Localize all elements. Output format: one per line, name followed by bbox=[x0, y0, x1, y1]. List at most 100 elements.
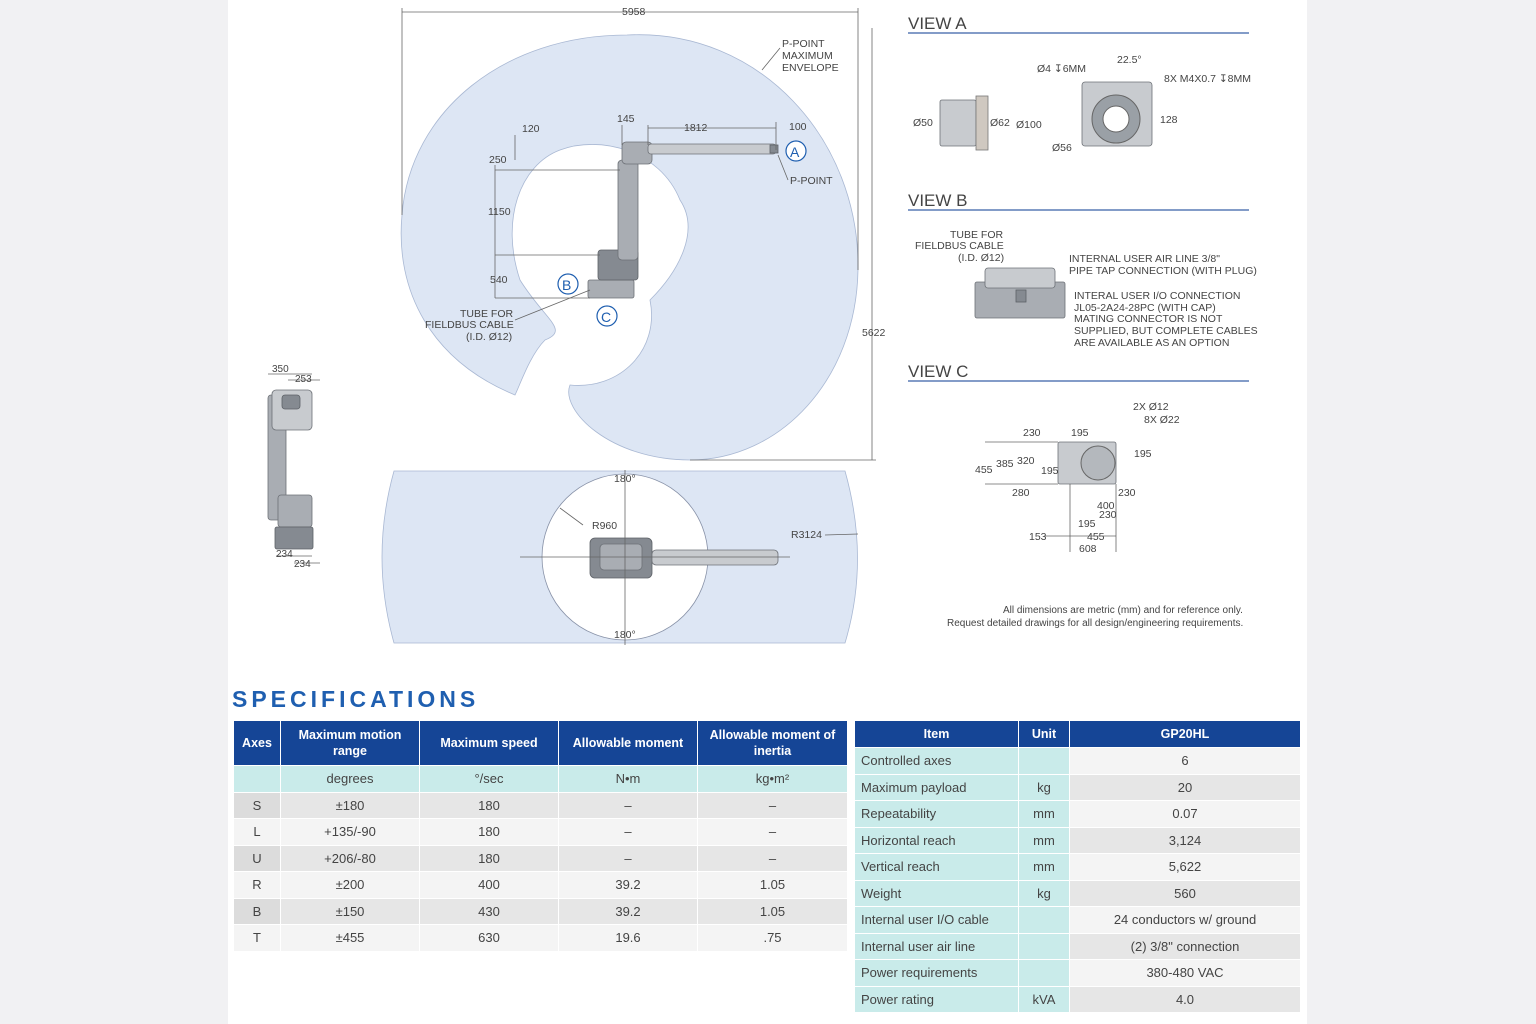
view-c-608: 608 bbox=[1079, 543, 1097, 555]
moment-cell: – bbox=[558, 844, 698, 872]
dim-side-253: 253 bbox=[295, 374, 312, 385]
view-c-title: VIEW C bbox=[908, 362, 968, 381]
unit-cell: degrees bbox=[280, 765, 420, 793]
unit-cell bbox=[1018, 747, 1070, 775]
view-a-d50: Ø50 bbox=[913, 117, 933, 129]
value-cell: 380-480 VAC bbox=[1069, 959, 1301, 987]
value-cell: 20 bbox=[1069, 773, 1301, 801]
unit-cell: kg bbox=[1018, 773, 1070, 801]
robot-top-view bbox=[589, 537, 779, 579]
value-cell: (2) 3/8" connection bbox=[1069, 932, 1301, 960]
table-row: Internal user air line (2) 3/8" connecti… bbox=[854, 932, 1301, 960]
table-row: Internal user I/O cable 24 conductors w/… bbox=[854, 906, 1301, 934]
view-a-d4: Ø4 ↧6MM bbox=[1037, 63, 1086, 75]
unit-cell bbox=[1018, 932, 1070, 960]
view-c-base-plate bbox=[1057, 441, 1117, 485]
dim-height-right: 5622 bbox=[862, 327, 886, 339]
speed-cell: 180 bbox=[419, 844, 559, 872]
axes-units-row: degrees °/sec N•m kg•m² bbox=[233, 765, 848, 793]
unit-cell: mm bbox=[1018, 853, 1070, 881]
moment-cell: 39.2 bbox=[558, 897, 698, 925]
moment-cell: 39.2 bbox=[558, 871, 698, 899]
axes-header-inertia: Allowable moment of inertia bbox=[697, 720, 848, 766]
dim-r3124: R3124 bbox=[791, 529, 822, 541]
callout-a: A bbox=[790, 144, 800, 160]
view-c-230c: 230 bbox=[1099, 509, 1117, 521]
view-b-tube-1: TUBE FOR bbox=[950, 229, 1004, 241]
value-cell: 0.07 bbox=[1069, 800, 1301, 828]
table-row: Power rating kVA 4.0 bbox=[854, 985, 1301, 1013]
dim-side-234a: 234 bbox=[276, 549, 293, 560]
item-cell: Horizontal reach bbox=[854, 826, 1019, 854]
moment-cell: 19.6 bbox=[558, 924, 698, 952]
view-c-320: 320 bbox=[1017, 455, 1035, 467]
inertia-cell: – bbox=[697, 791, 848, 819]
items-header-model: GP20HL bbox=[1069, 720, 1301, 748]
view-a-title: VIEW A bbox=[908, 14, 967, 33]
speed-cell: 180 bbox=[419, 818, 559, 846]
drawing-note-1: All dimensions are metric (mm) and for r… bbox=[1003, 605, 1243, 616]
view-c-195b: 195 bbox=[1134, 448, 1152, 460]
view-a-d128: 128 bbox=[1160, 114, 1178, 126]
dim-deg-top: 180° bbox=[614, 473, 636, 485]
table-row: S ±180 180 – – bbox=[233, 791, 848, 819]
dim-side-350: 350 bbox=[272, 364, 289, 375]
axes-spec-table: Axes Maximum motion range Maximum speed … bbox=[233, 720, 848, 952]
view-c-230b: 230 bbox=[1118, 487, 1136, 499]
dim-145: 145 bbox=[617, 113, 635, 125]
axes-header-moment: Allowable moment bbox=[558, 720, 698, 766]
table-row: Controlled axes 6 bbox=[854, 747, 1301, 775]
speed-cell: 630 bbox=[419, 924, 559, 952]
view-a-flange-front bbox=[1081, 81, 1153, 147]
axis-cell: T bbox=[233, 924, 281, 952]
dim-1150: 1150 bbox=[488, 206, 511, 218]
dim-r960: R960 bbox=[592, 520, 617, 532]
view-b-base bbox=[974, 267, 1066, 319]
robot-front-view bbox=[267, 389, 314, 550]
robot-side-view bbox=[587, 141, 779, 299]
speed-cell: 430 bbox=[419, 897, 559, 925]
item-cell: Weight bbox=[854, 879, 1019, 907]
dim-side-234b: 234 bbox=[294, 559, 311, 570]
table-row: Weight kg 560 bbox=[854, 879, 1301, 907]
view-a-d56: Ø56 bbox=[1052, 142, 1072, 154]
inertia-cell: 1.05 bbox=[697, 897, 848, 925]
value-cell: 5,622 bbox=[1069, 853, 1301, 881]
unit-cell bbox=[1018, 959, 1070, 987]
value-cell: 560 bbox=[1069, 879, 1301, 907]
item-cell: Internal user I/O cable bbox=[854, 906, 1019, 934]
view-c-400: 400 bbox=[1097, 500, 1115, 512]
table-row: B ±150 430 39.2 1.05 bbox=[233, 897, 848, 925]
dim-deg-bottom: 180° bbox=[614, 629, 636, 641]
view-b-air-1: INTERNAL USER AIR LINE 3/8" bbox=[1069, 253, 1220, 265]
callout-b: B bbox=[562, 277, 571, 293]
view-b-tube-2: FIELDBUS CABLE bbox=[915, 240, 1004, 252]
range-cell: +206/-80 bbox=[280, 844, 420, 872]
items-header-item: Item bbox=[854, 720, 1019, 748]
view-a-angle: 22.5° bbox=[1117, 54, 1142, 66]
item-cell: Repeatability bbox=[854, 800, 1019, 828]
item-spec-table: Item Unit GP20HL Controlled axes 6 Maxim… bbox=[854, 720, 1301, 1013]
view-c-230a: 230 bbox=[1023, 427, 1041, 439]
unit-cell: kVA bbox=[1018, 985, 1070, 1013]
unit-cell: kg•m² bbox=[697, 765, 848, 793]
axes-header-axes: Axes bbox=[233, 720, 281, 766]
specifications-title: SPECIFICATIONS bbox=[232, 686, 480, 712]
unit-cell bbox=[233, 765, 281, 793]
items-header-unit: Unit bbox=[1018, 720, 1070, 748]
view-c-8x22: 8X Ø22 bbox=[1144, 414, 1180, 426]
item-cell: Controlled axes bbox=[854, 747, 1019, 775]
table-row: L +135/-90 180 – – bbox=[233, 818, 848, 846]
view-c-195a: 195 bbox=[1071, 427, 1089, 439]
dim-120: 120 bbox=[522, 123, 540, 135]
unit-cell: kg bbox=[1018, 879, 1070, 907]
range-cell: +135/-90 bbox=[280, 818, 420, 846]
table-row: Repeatability mm 0.07 bbox=[854, 800, 1301, 828]
dim-250: 250 bbox=[489, 154, 507, 166]
inertia-cell: .75 bbox=[697, 924, 848, 952]
item-cell: Internal user air line bbox=[854, 932, 1019, 960]
axis-cell: R bbox=[233, 871, 281, 899]
axis-cell: L bbox=[233, 818, 281, 846]
view-c-385: 385 bbox=[996, 458, 1014, 470]
unit-cell bbox=[1018, 906, 1070, 934]
